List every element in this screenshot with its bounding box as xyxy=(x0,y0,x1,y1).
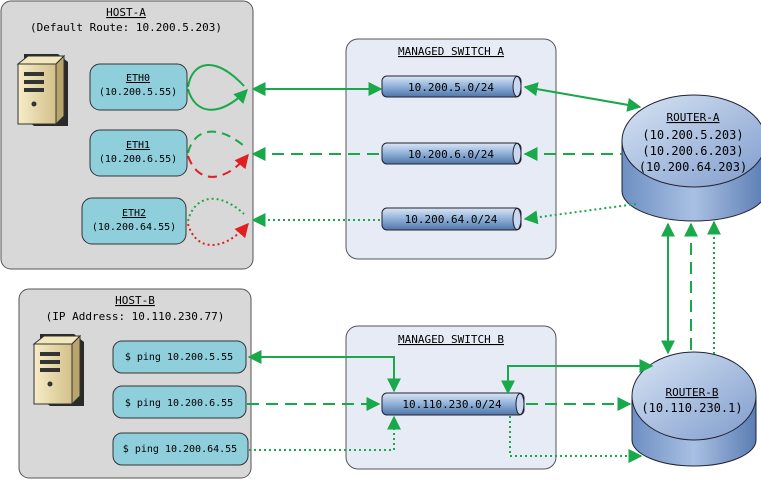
interface-eth1: ETH1 (10.200.6.55) xyxy=(89,129,188,177)
host-a-title: HOST-A xyxy=(106,6,146,19)
interface-eth0: ETH0 (10.200.5.55) xyxy=(89,63,188,111)
ping-command-2: $ ping 10.200.6.55 xyxy=(112,385,247,419)
subnet-pipe-3: 10.200.64.0/24 xyxy=(381,207,522,231)
link-switch-b-router-b-1 xyxy=(501,359,654,395)
subnet-pipe-1-label: 10.200.5.0/24 xyxy=(408,81,494,94)
eth2-loop xyxy=(187,197,249,246)
subnet-pipe-b: 10.110.230.0/24 xyxy=(381,392,525,416)
ping-command-1: $ ping 10.200.5.55 xyxy=(112,340,247,374)
interface-eth2: ETH2 (10.200.64.55) xyxy=(81,197,187,245)
ping-command-3-text: $ ping 10.200.64.55 xyxy=(123,444,237,455)
host-b-subtitle: (IP Address: 10.110.230.77) xyxy=(46,310,225,323)
eth0-loop xyxy=(187,64,248,111)
link-ping3-switch-b xyxy=(249,415,401,451)
eth1-loop xyxy=(187,130,249,178)
subnet-pipe-2: 10.200.6.0/24 xyxy=(381,142,522,165)
router-b-ip-1: (10.110.230.1) xyxy=(641,401,742,415)
interface-eth0-name: ETH0 xyxy=(126,73,150,84)
interface-eth0-ip: (10.200.5.55) xyxy=(99,87,177,98)
router-a-ip-3: (10.200.64.203) xyxy=(639,160,747,174)
router-a-ip-1: (10.200.5.203) xyxy=(642,128,743,142)
router-a: ROUTER-A (10.200.5.203) (10.200.6.203) (… xyxy=(621,94,761,222)
interface-eth2-name: ETH2 xyxy=(122,208,146,219)
router-b: ROUTER-B (10.110.230.1) xyxy=(631,351,757,467)
link-switch-a-router-a-3 xyxy=(523,203,637,225)
ping-command-1-text: $ ping 10.200.5.55 xyxy=(125,352,233,363)
server-icon-a xyxy=(16,54,68,126)
link-ping1-switch-b xyxy=(247,350,401,393)
server-icon-b xyxy=(32,334,84,406)
subnet-pipe-2-label: 10.200.6.0/24 xyxy=(408,148,494,161)
host-b-title: HOST-B xyxy=(115,294,155,307)
link-switch-b-router-b-3 xyxy=(509,416,643,463)
host-a-subtitle: (Default Route: 10.200.5.203) xyxy=(30,21,222,34)
switch-b-title: MANAGED SWITCH B xyxy=(398,333,504,346)
router-b-title: ROUTER-B xyxy=(666,386,719,399)
link-switch-a-router-a-1 xyxy=(523,82,642,112)
router-a-title: ROUTER-A xyxy=(667,111,720,124)
switch-a-title: MANAGED SWITCH A xyxy=(398,45,504,58)
subnet-pipe-1: 10.200.5.0/24 xyxy=(381,75,522,98)
ping-command-2-text: $ ping 10.200.6.55 xyxy=(125,398,233,409)
interface-eth1-ip: (10.200.6.55) xyxy=(99,154,177,165)
subnet-pipe-3-label: 10.200.64.0/24 xyxy=(405,213,498,226)
interface-eth2-ip: (10.200.64.55) xyxy=(92,222,176,233)
ping-command-3: $ ping 10.200.64.55 xyxy=(112,432,249,466)
interface-eth1-name: ETH1 xyxy=(126,140,150,151)
router-a-ip-2: (10.200.6.203) xyxy=(642,144,743,158)
subnet-pipe-b-label: 10.110.230.0/24 xyxy=(402,398,502,411)
